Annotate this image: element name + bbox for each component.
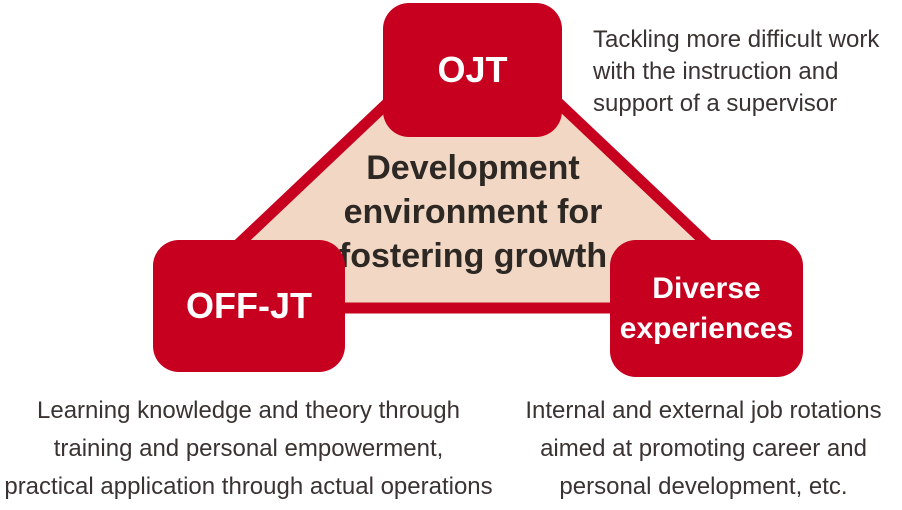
node-diverse-experiences: Diverse experiences (610, 240, 803, 377)
center-label: Development environment for fostering gr… (313, 146, 633, 278)
center-label-line: fostering growth (338, 237, 608, 275)
ojt-description-line: support of a supervisor (593, 90, 838, 117)
diverse-experiences-description: Internal and external job rotations aime… (505, 392, 902, 506)
node-ojt: OJT (383, 3, 562, 137)
ojt-description-line: with the instruction and (593, 58, 839, 85)
ojt-description-line: Tackling more difficult work (593, 26, 880, 53)
node-diverse-experiences-label-line: Diverse (652, 271, 761, 305)
triangle-shape (157, 14, 789, 314)
off-jt-description: Learning knowledge and theory through tr… (0, 392, 497, 506)
node-off-jt: OFF-JT (153, 240, 345, 372)
off-jt-description-line: Learning knowledge and theory through (37, 397, 460, 424)
node-off-jt-label: OFF-JT (186, 285, 312, 326)
diverse-experiences-description-line: Internal and external job rotations (525, 397, 882, 424)
diverse-experiences-description-line: personal development, etc. (559, 473, 848, 500)
center-label-line: environment for (343, 193, 603, 231)
off-jt-description-line: training and personal empowerment, (53, 435, 444, 462)
node-ojt-label: OJT (437, 49, 508, 90)
off-jt-description-line: practical application through actual ope… (4, 473, 493, 500)
center-label-line: Development (366, 149, 580, 187)
ojt-description: Tackling more difficult work with the in… (593, 24, 902, 120)
node-diverse-experiences-label-line: experiences (619, 311, 794, 345)
diverse-experiences-description-line: aimed at promoting career and (540, 435, 867, 462)
